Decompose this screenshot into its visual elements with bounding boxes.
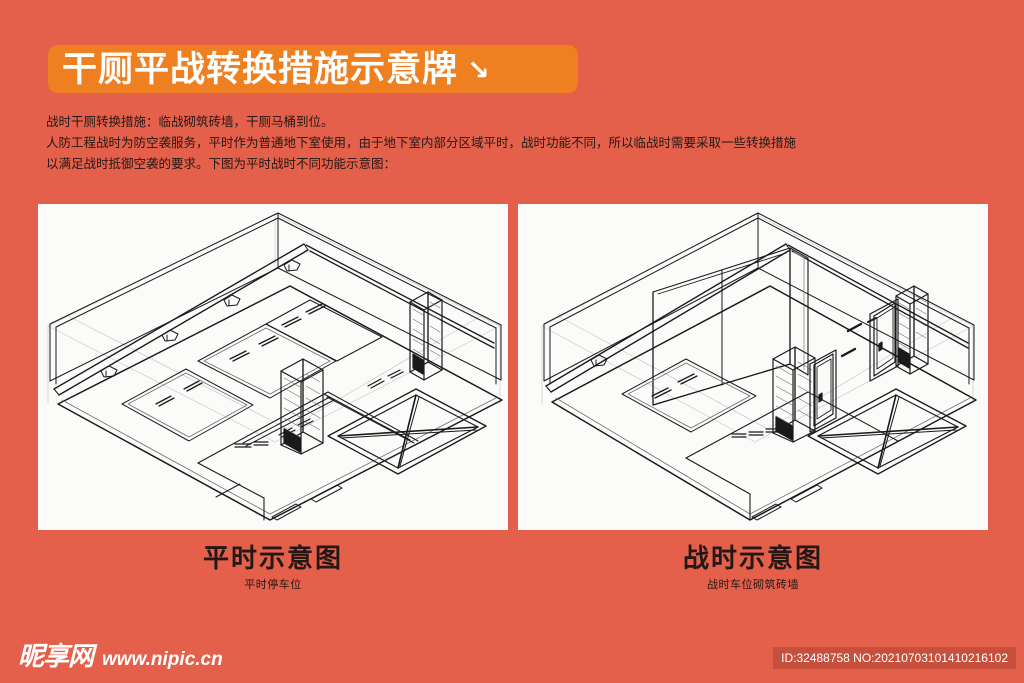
page-title-badge: 干厕平战转换措施示意牌 ↘ bbox=[48, 45, 578, 93]
caption-wartime: 战时示意图 战时车位砌筑砖墙 bbox=[518, 542, 988, 594]
figure-panel-peacetime bbox=[38, 204, 508, 530]
caption-peacetime-subtitle: 平时停车位 bbox=[244, 579, 302, 591]
isometric-drawing-peacetime bbox=[47, 212, 503, 521]
caption-wartime-title: 战时示意图 bbox=[682, 543, 823, 573]
watermark-logo: 昵享网 bbox=[18, 641, 94, 671]
caption-peacetime-title: 平时示意图 bbox=[202, 543, 343, 573]
caption-peacetime: 平时示意图 平时停车位 bbox=[38, 542, 508, 594]
intro-line-3: 以满足战时抵御空袭的要求。下图为平时战时不同功能示意图： bbox=[46, 157, 397, 171]
image-id-badge: ID:32488758 NO:20210703101410216102 bbox=[773, 646, 1016, 669]
isometric-drawing-wartime bbox=[541, 212, 977, 521]
page-title: 干厕平战转换措施示意牌 bbox=[62, 49, 459, 89]
figure-panel-wartime bbox=[518, 204, 988, 530]
intro-line-2: 人防工程战时为防空袭服务，平时作为普通地下室使用，由于地下室内部分区域平时，战时… bbox=[46, 136, 797, 150]
caption-wartime-subtitle: 战时车位砌筑砖墙 bbox=[707, 579, 799, 591]
watermark-url: www.nipic.cn bbox=[102, 649, 223, 670]
watermark: 昵享网 www.nipic.cn bbox=[18, 643, 223, 669]
intro-line-1: 战时干厕转换措施：临战砌筑砖墙，干厕马桶到位。 bbox=[46, 115, 334, 129]
intro-paragraph: 战时干厕转换措施：临战砌筑砖墙，干厕马桶到位。 人防工程战时为防空袭服务，平时作… bbox=[46, 112, 946, 175]
arrow-down-right-icon: ↘ bbox=[467, 54, 490, 85]
